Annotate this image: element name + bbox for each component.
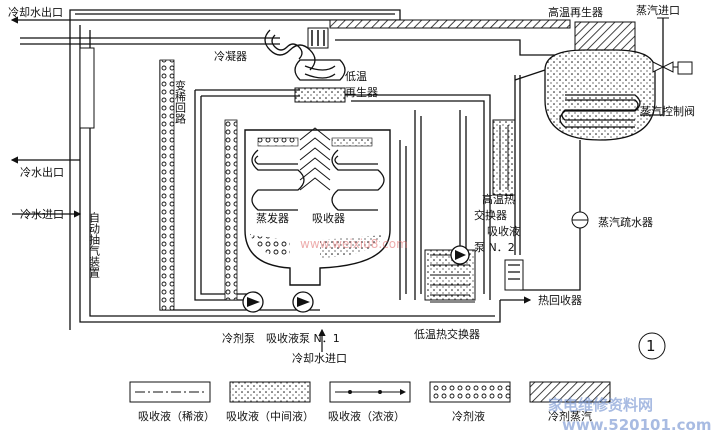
label-condenser: 冷凝器 [214,49,247,63]
label-low-temp-generator-2: 再生器 [345,85,378,99]
legend-label-intermediate: 吸收液（中间液） [226,409,314,423]
condenser [264,27,329,71]
steam-inlet [640,17,693,116]
label-chilled-water-in: 冷水进口 [20,208,64,221]
figure-number-circle [638,332,666,360]
heat-recovery [504,259,524,291]
watermark-bottom-right-bottom: www.520101.com [562,416,711,434]
refrigerant-pump [242,291,264,313]
water-arrows [10,16,532,352]
label-absorber: 吸收器 [312,211,345,225]
label-refrigerant-pump: 冷剂泵 [222,331,255,345]
label-evaporator: 蒸发器 [256,211,289,225]
label-high-temp-hx-2: 交换器 [474,208,507,222]
steam-trap [520,140,589,291]
label-absorbent-pump-2-2: 泵 N．2 [474,241,515,254]
low-temp-generator [294,59,346,103]
label-high-temp-hx-1: 高温热 [482,192,515,206]
label-steam-control-valve: 蒸汽控制阀 [640,104,695,118]
legend-label-refrigerant-vapor: 冷剂蒸汽 [548,409,592,423]
legend-label-dilute: 吸收液（稀液） [138,409,215,423]
legend-label-refrigerant-liquid: 冷剂液 [452,409,485,423]
absorbent-pump-1 [292,291,314,313]
figure-number: 1 [646,337,656,355]
label-steam-trap: 蒸汽疏水器 [598,215,653,229]
legend-label-concentrated: 吸收液（浓液） [328,409,405,423]
label-absorbent-pump-2-1: 吸收液 [487,224,520,238]
label-low-temp-generator-1: 低温 [345,70,367,83]
label-absorbent-pump-1: 吸收液泵 N．1 [266,331,340,345]
piping-network [79,25,546,323]
label-heat-recovery: 热回收器 [538,293,582,307]
high-temp-hx [492,119,516,196]
watermark-center: www.weixiu8.com [300,237,408,251]
label-steam-in: 蒸汽进口 [636,3,680,17]
label-dilution-circuit: 变稀回路 [174,79,187,125]
high-temp-generator [544,21,656,141]
label-auto-purge: 自动抽气装置 [88,212,101,278]
label-cooling-water-out: 冷却水出口 [8,5,63,19]
top-pipes [20,9,571,330]
absorbent-pump-2 [450,245,470,265]
label-low-temp-hx: 低温热交换器 [414,327,480,341]
watermark-bottom-right-top: 家电维修资料网 [548,396,653,414]
legend [129,381,611,403]
label-cooling-water-in: 冷却水进口 [292,352,347,365]
label-high-temp-generator: 高温再生器 [548,5,603,19]
main-shell [244,127,391,286]
label-chilled-water-out: 冷水出口 [20,165,64,179]
